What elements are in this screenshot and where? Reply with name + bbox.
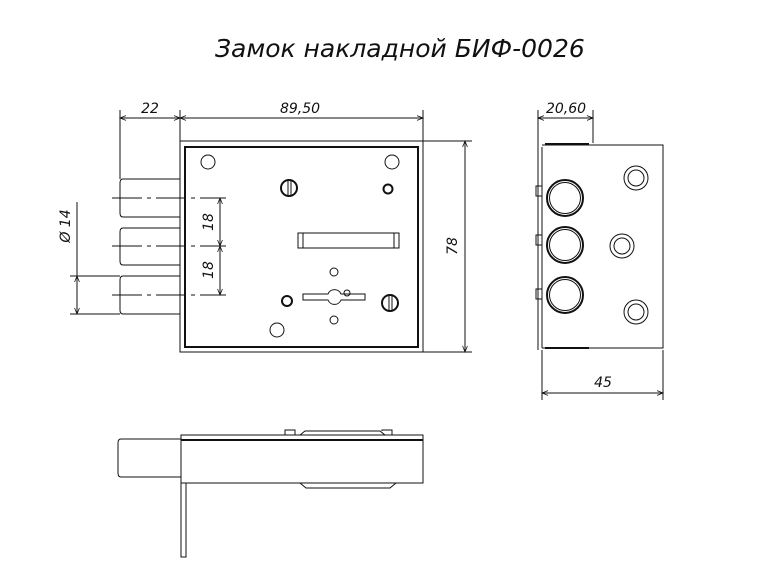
dim-bolt-length: 22 (141, 101, 159, 117)
mounting-plate (180, 482, 187, 558)
mounting-hole (269, 322, 285, 338)
lock-plate (184, 146, 419, 348)
dim-bolt-spacing: 18 (201, 213, 217, 231)
mounting-hole (200, 154, 216, 170)
screw-icon (381, 294, 399, 312)
dim-height: 78 (445, 237, 461, 255)
small-hole (382, 183, 394, 195)
dim-flange: 20,60 (546, 101, 586, 117)
side-view: 20,60 45 (535, 101, 665, 400)
drawing-title: Замок накладной БИФ-0026 (215, 34, 585, 63)
latch-slot (297, 232, 400, 249)
bolts (112, 178, 226, 315)
screw-holes (609, 165, 649, 325)
bolt-ends (535, 179, 584, 314)
dimensions: 22 89,50 78 18 18 Ø 14 (58, 101, 472, 354)
dim-bolt-spacing: 18 (201, 261, 217, 279)
keyhole (302, 289, 366, 305)
bottom-view (117, 429, 424, 558)
screw-icon (280, 179, 298, 197)
small-hole (281, 295, 293, 307)
front-view: 22 89,50 78 18 18 Ø 14 (58, 101, 472, 354)
plate-features (200, 154, 400, 338)
dim-width: 89,50 (280, 101, 320, 117)
dim-depth: 45 (594, 375, 612, 391)
mounting-hole (384, 154, 400, 170)
dim-bolt-diameter: Ø 14 (58, 209, 74, 243)
